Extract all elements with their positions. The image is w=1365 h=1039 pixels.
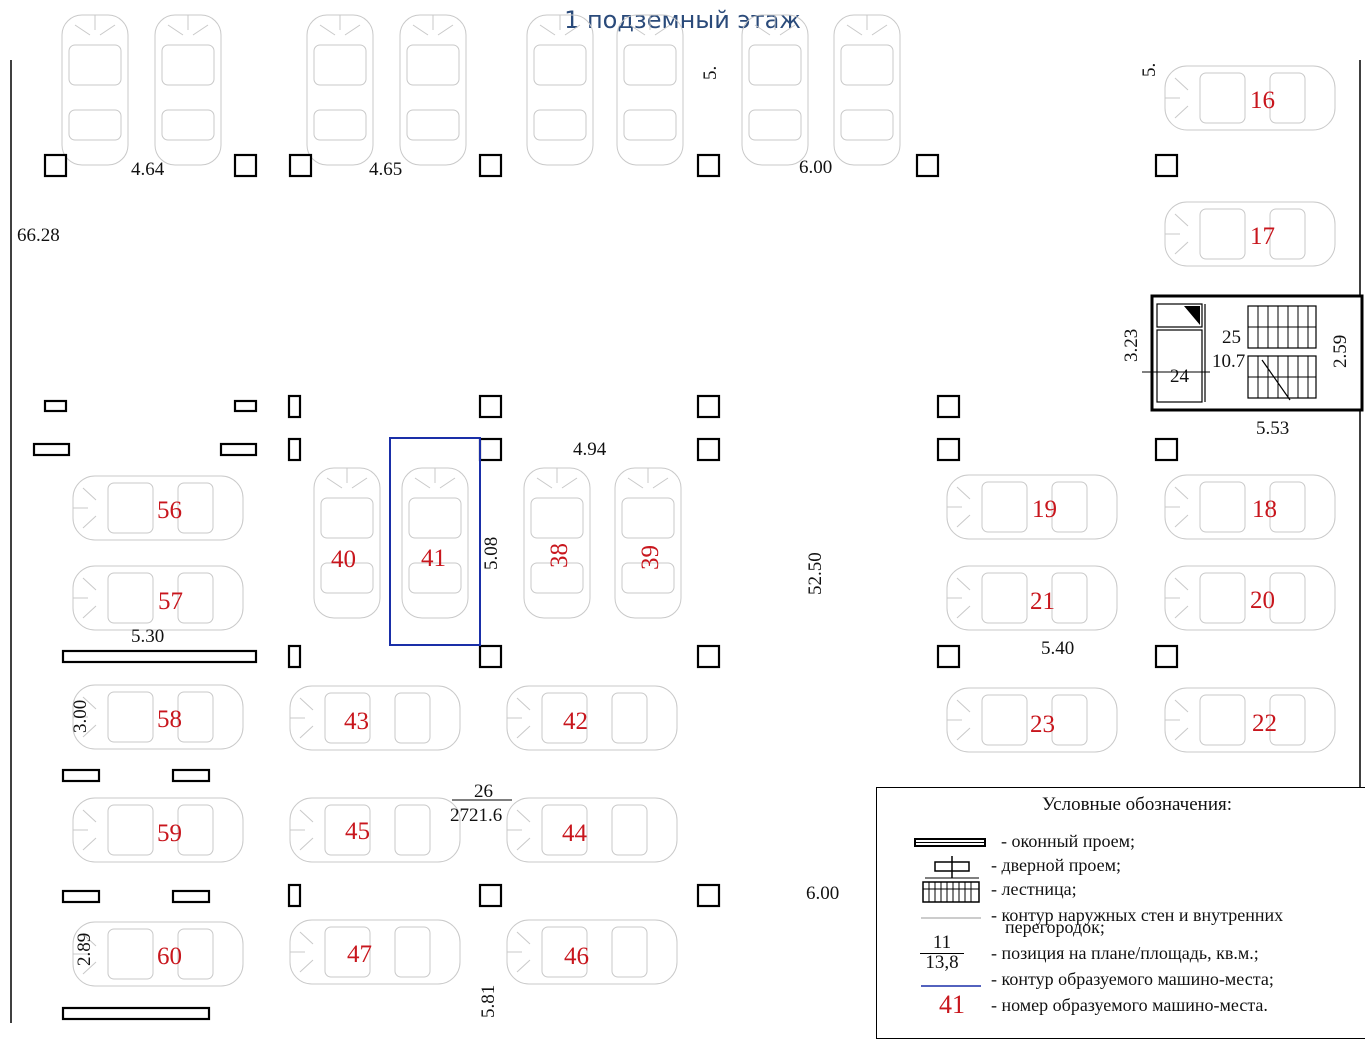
legend-window-text: - оконный проем; (1001, 831, 1136, 851)
dim-label: 5. (700, 66, 721, 80)
spot-number: 17 (1250, 223, 1275, 250)
legend-walls-line1: - контур наружных стен и внутренних (991, 905, 1284, 925)
spot-number: 60 (157, 943, 182, 970)
spot-number: 47 (347, 941, 372, 968)
spot-number: 42 (563, 708, 588, 735)
dim-label: 2.59 (1330, 335, 1351, 368)
wall-contour-symbol-icon (921, 917, 981, 919)
dim-label: 5.53 (1256, 418, 1289, 439)
dim-label: 66.28 (17, 225, 60, 246)
stair-block (1142, 294, 1364, 412)
spot-number: 22 (1252, 710, 1277, 737)
dim-label: 3.23 (1121, 329, 1142, 362)
legend-sample-position: 11 (932, 932, 952, 953)
legend-row-stairs: - лестница; (877, 880, 1365, 904)
spot-number: 45 (345, 818, 370, 845)
spot-number: 18 (1252, 496, 1277, 523)
spot-number: 40 (331, 546, 356, 573)
legend: Условные обозначения: - оконный проем; -… (876, 787, 1365, 1039)
spot-number: 39 (637, 545, 664, 570)
window-symbol-icon (914, 838, 986, 847)
dim-label: 4.65 (369, 159, 402, 180)
spot-number: 57 (158, 588, 183, 615)
dim-label: 52.50 (805, 552, 826, 595)
door-symbol-icon (925, 856, 979, 879)
spot-number: 19 (1032, 496, 1057, 523)
dim-label: 3.00 (70, 700, 91, 733)
spot-outline-symbol-icon (921, 985, 981, 987)
legend-walls-line2: перегородок; (1005, 917, 1105, 937)
spot-number: 59 (157, 820, 182, 847)
legend-row-door: - дверной проем; (877, 856, 1365, 880)
legend-row-position: 11 13,8 - позиция на плане/площадь, кв.м… (877, 933, 1365, 973)
dim-label: 4.94 (573, 439, 607, 460)
dim-label: 6.00 (806, 883, 839, 904)
legend-sample-area: 13,8 (925, 952, 959, 973)
spot-number: 38 (546, 543, 573, 568)
dim-label: 6.00 (799, 157, 832, 178)
dim-label: 5.30 (131, 626, 164, 647)
stair-area: 10.7 (1212, 351, 1245, 372)
spot-number: 23 (1030, 711, 1055, 738)
legend-title: Условные обозначения: (1041, 794, 1233, 815)
spot-41-outline (389, 437, 481, 646)
total-position: 26 (474, 781, 493, 802)
legend-position-text: - позиция на плане/площадь, кв.м.; (991, 943, 1259, 963)
spot-number: 21 (1030, 588, 1055, 615)
spot-number: 46 (564, 943, 589, 970)
legend-sample-number: 41 (939, 990, 965, 1019)
stairs-symbol-icon (922, 881, 980, 903)
legend-number-text: - номер образуемого машино-места. (991, 995, 1268, 1015)
legend-row-outline: - контур образуемого машино-места; (877, 970, 1365, 994)
dim-label: 5.40 (1041, 638, 1074, 659)
spot-number: 58 (157, 706, 182, 733)
legend-stairs-text: - лестница; (991, 879, 1077, 899)
dim-label: 2.89 (74, 933, 95, 966)
total-area: 2721.6 (450, 805, 502, 826)
spot-number: 56 (157, 497, 182, 524)
dim-label: 5. (1139, 63, 1160, 77)
stair-position-25: 25 (1222, 327, 1241, 348)
spot-number: 20 (1250, 587, 1275, 614)
spot-number: 44 (562, 820, 588, 847)
legend-row-number: 41 - номер образуемого машино-места. (877, 990, 1365, 1019)
dim-label: 5.08 (481, 537, 502, 570)
legend-outline-text: - контур образуемого машино-места; (991, 969, 1274, 989)
stair-position-24: 24 (1170, 366, 1190, 387)
spot-number: 43 (344, 708, 369, 735)
dim-label: 4.64 (131, 159, 165, 180)
legend-row-window: - оконный проем; (877, 832, 1365, 856)
legend-row-walls: - контур наружных стен и внутренних пере… (877, 906, 1365, 940)
top-row-cars (61, 14, 901, 166)
legend-door-text: - дверной проем; (991, 855, 1122, 875)
dim-label: 5.81 (478, 985, 499, 1018)
spot-number: 16 (1250, 87, 1275, 114)
spot-number: 41 (421, 545, 446, 572)
columns (32, 153, 1179, 1021)
